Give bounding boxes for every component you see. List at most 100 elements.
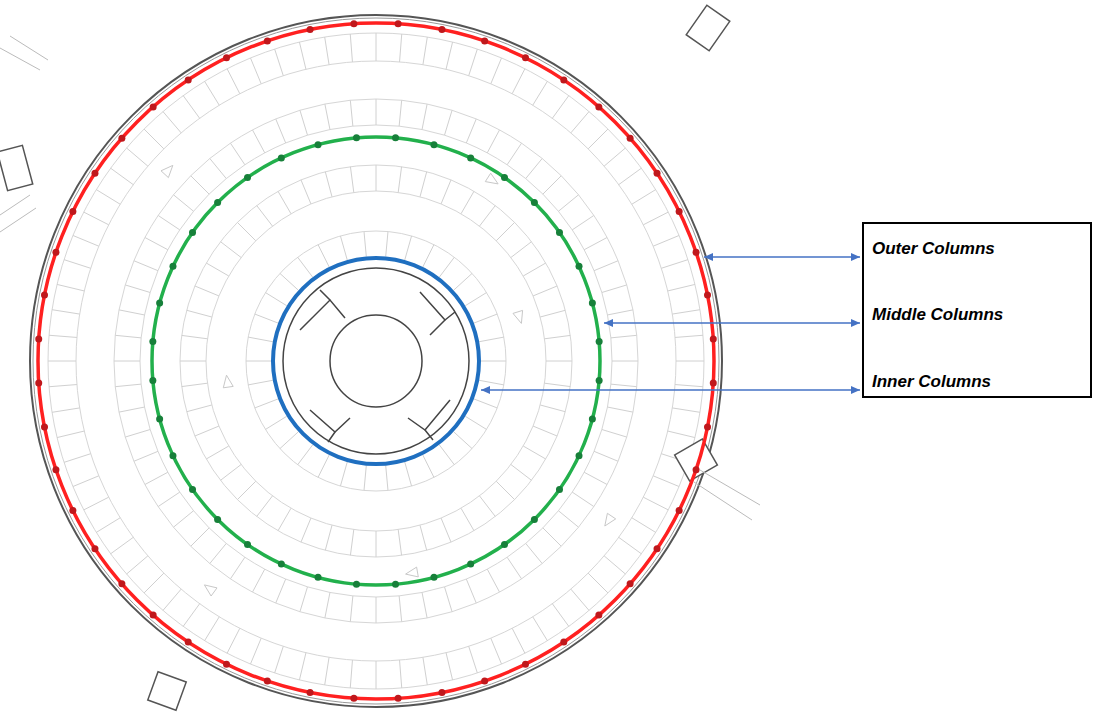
stall-line: [398, 167, 401, 193]
stall-line: [280, 432, 298, 449]
stall-line: [533, 426, 557, 436]
direction-arrow: [204, 585, 217, 596]
stall-line: [398, 530, 401, 556]
stall-line: [653, 235, 679, 246]
column-dot: [531, 516, 538, 523]
stall-line: [144, 129, 164, 149]
column-dot: [41, 423, 48, 430]
stall-line: [611, 335, 637, 338]
stall-line: [206, 263, 229, 276]
stall-line: [604, 148, 625, 166]
column-dot: [185, 76, 192, 83]
stall-line: [299, 653, 306, 680]
stall-line: [612, 361, 638, 362]
stall-line: [523, 263, 546, 276]
stall-line: [180, 361, 206, 362]
lane-line: [246, 231, 506, 491]
stall-line: [479, 496, 495, 517]
stall-line: [246, 361, 271, 362]
stall-line: [558, 511, 578, 527]
stall-line: [350, 596, 353, 622]
column-dot: [223, 54, 230, 61]
stall-line: [643, 497, 668, 510]
ramp: [0, 36, 760, 520]
stall-line: [386, 466, 388, 491]
stall-line: [52, 408, 80, 412]
stall-line: [127, 148, 148, 166]
stall-line: [543, 176, 561, 194]
stall-line: [340, 462, 347, 486]
stall-line: [594, 261, 618, 271]
stall-line: [422, 592, 427, 618]
column-dot: [91, 545, 98, 552]
stall-line: [300, 110, 308, 135]
stall-line: [248, 337, 273, 342]
stall-line: [163, 589, 181, 610]
column-dot: [710, 335, 717, 342]
stall-line: [607, 407, 633, 412]
stall-line: [173, 511, 193, 527]
column-dot: [189, 229, 196, 236]
stall-line: [552, 96, 568, 119]
stall-line: [183, 96, 199, 119]
stall-line: [543, 528, 561, 546]
stall-line: [405, 236, 412, 260]
column-dot: [595, 103, 602, 110]
stall-line: [230, 557, 244, 579]
stall-line: [158, 492, 180, 506]
stall-line: [386, 232, 388, 257]
direction-arrow: [513, 310, 523, 323]
stall-line: [399, 596, 402, 622]
stall-line: [96, 518, 120, 533]
column-dot: [501, 174, 508, 181]
column-dot: [501, 541, 508, 548]
stall-line: [280, 273, 298, 290]
stall-line: [445, 110, 453, 135]
stall-line: [52, 310, 80, 314]
column-dot: [627, 135, 634, 142]
stall-line: [275, 49, 284, 76]
stall-line: [255, 314, 278, 323]
stall-line: [423, 455, 434, 477]
outer-ring: [38, 23, 714, 699]
stall-line: [221, 464, 242, 480]
stall-line: [420, 525, 427, 550]
leader-line: [604, 322, 860, 324]
stall-line: [441, 518, 451, 542]
lane-line: [114, 99, 638, 623]
stall-line: [325, 657, 329, 685]
stall-line: [195, 286, 219, 296]
stall-line: [191, 528, 209, 546]
stall-line: [257, 206, 273, 227]
lane-line: [48, 33, 704, 689]
stall-line: [491, 58, 502, 84]
stall-line: [57, 431, 84, 438]
column-dot: [467, 561, 474, 568]
core: [283, 268, 469, 454]
stall-line: [114, 361, 140, 362]
column-dot: [69, 208, 76, 215]
column-dot: [264, 37, 271, 44]
stall-line: [584, 237, 607, 249]
column-dot: [118, 135, 125, 142]
lane-line: [206, 191, 546, 531]
direction-arrow: [223, 375, 233, 388]
column-dot: [704, 423, 711, 430]
stall-line: [445, 587, 453, 612]
stall-line: [602, 430, 627, 438]
column-dot: [69, 507, 76, 514]
column-dot: [481, 37, 488, 44]
stall-line: [350, 167, 353, 193]
stall-line: [57, 284, 84, 291]
column-dot: [576, 452, 583, 459]
stall-line: [526, 158, 542, 178]
column-dot: [560, 639, 567, 646]
column-dot: [560, 76, 567, 83]
stall-line: [487, 569, 499, 592]
column-dot: [522, 661, 529, 668]
column-dot: [150, 103, 157, 110]
stall-line: [602, 285, 627, 293]
stall-line: [672, 408, 700, 412]
stall-line: [439, 257, 454, 277]
stall-line: [399, 100, 402, 126]
